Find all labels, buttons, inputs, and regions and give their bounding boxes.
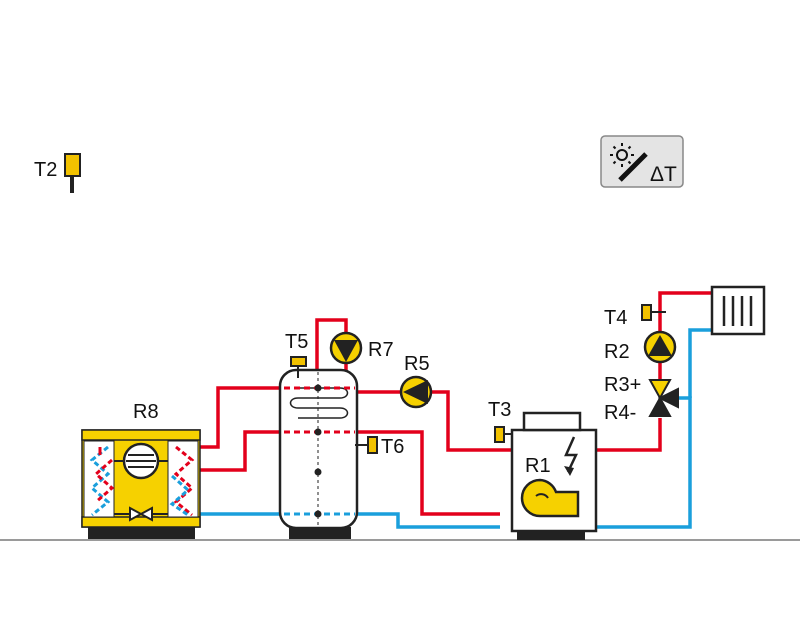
pipe-boiler-return [596, 396, 692, 529]
label-t3: T3 [488, 399, 511, 421]
burner-icon [520, 478, 580, 518]
sensor-t5: T5 [285, 331, 308, 378]
boiler-r1: R1 [510, 411, 598, 540]
pipe-tank-mid-to-boiler [355, 430, 500, 516]
expansion-valve-icon [129, 506, 153, 522]
sun-icon [616, 149, 628, 161]
temperature-sensor-icon [290, 356, 307, 367]
sensor-t6: T6 [355, 436, 404, 458]
pump-r5: R5 [399, 353, 433, 409]
temperature-sensor-icon [64, 153, 81, 177]
heat-pump-r8: R8 [81, 401, 201, 539]
label-r4: R4- [604, 402, 636, 424]
temperature-sensor-icon [367, 436, 378, 454]
pipe-tank-to-boiler-return [355, 512, 500, 529]
label-r3: R3+ [604, 374, 641, 396]
delta-t-label: ΔT [650, 163, 677, 186]
sensor-t4: T4 [604, 304, 666, 329]
label-r1: R1 [525, 455, 551, 477]
storage-tank [278, 368, 359, 539]
cold-pipes [195, 328, 712, 529]
hot-pipes [195, 291, 712, 516]
radiator-icon [710, 285, 766, 336]
temperature-sensor-icon [641, 304, 652, 321]
sensor-t2: T2 [34, 153, 81, 193]
label-r5: R5 [404, 353, 430, 375]
sensor-t3: T3 [488, 399, 512, 443]
pump-r7: R7 [329, 331, 394, 365]
label-r8: R8 [133, 401, 159, 423]
temperature-sensor-icon [494, 426, 505, 443]
pipe-radiator-return [688, 328, 712, 398]
three-way-valve: R3+ R4- [604, 374, 679, 424]
label-t6: T6 [381, 436, 404, 458]
label-r7: R7 [368, 339, 394, 361]
collector-icon [618, 152, 648, 182]
pump-r2: R2 [604, 330, 677, 364]
label-t5: T5 [285, 331, 308, 353]
three-way-valve-icon [648, 379, 679, 417]
label-r2: R2 [604, 341, 630, 363]
label-t2: T2 [34, 159, 57, 181]
label-t4: T4 [604, 307, 627, 329]
pipe-r7-loop [315, 318, 348, 370]
pipe-r5-to-boiler [432, 390, 512, 452]
lightning-icon [564, 436, 578, 473]
fan-icon [122, 442, 160, 480]
solar-controller-icon: ΔT [600, 135, 684, 188]
pipe-hp-to-tank-top [195, 386, 282, 449]
pipe-boiler-to-valve [596, 418, 662, 452]
pipe-hp-to-tank-mid [195, 430, 282, 472]
